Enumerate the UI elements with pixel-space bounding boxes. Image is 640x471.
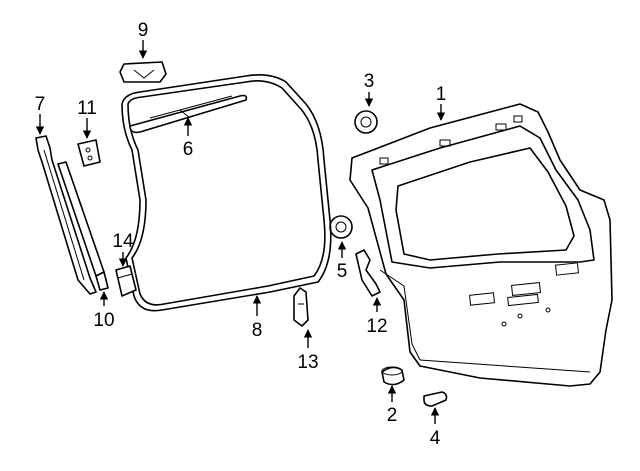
callout-3: 3 [364,71,375,92]
hinge-part [77,139,101,167]
gas-strut [57,161,109,291]
actuator-part [115,265,137,297]
callout-8: 8 [252,320,263,341]
bumper-part [381,366,405,386]
latch-part [119,61,167,83]
weatherstrip-seal [121,74,332,312]
callout-7: 7 [35,94,46,115]
callout-5: 5 [337,261,348,282]
callout-14: 14 [112,231,134,252]
strut-bracket [35,135,97,295]
round-bumper-3 [354,110,378,134]
bracket-13 [293,287,309,327]
callout-13: 13 [297,352,318,373]
callout-10: 10 [93,310,114,331]
callout-1: 1 [436,84,447,105]
liftgate-panel [349,103,613,387]
callout-11: 11 [77,98,97,119]
round-bumper-5 [329,215,353,239]
spoiler-part [129,94,248,134]
callout-2: 2 [387,405,398,426]
bracket-12 [355,249,381,297]
pad-part [423,391,448,407]
callout-4: 4 [430,428,441,449]
callout-12: 12 [366,316,387,337]
callout-9: 9 [138,20,149,41]
leader-lines [35,40,446,424]
callout-6: 6 [183,139,194,160]
